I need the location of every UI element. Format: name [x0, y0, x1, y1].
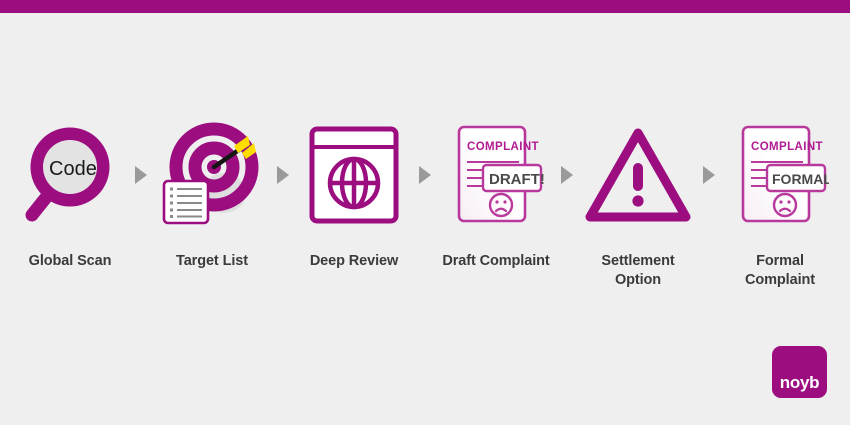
sad-face-icon — [772, 192, 798, 218]
document-stamp: DRAFT! — [489, 171, 545, 188]
flow-step-label: Settlement Option — [601, 253, 675, 288]
arrow-right-icon — [701, 120, 717, 230]
browser-window-globe-icon — [298, 120, 410, 230]
magnifying-glass-icon: Code — [14, 120, 126, 230]
flow-step-settlement-option[interactable]: Settlement Option — [582, 120, 694, 290]
arrow-right-icon — [559, 120, 575, 230]
flow-step-label: Deep Review — [309, 253, 399, 269]
flow-step-label: Formal Complaint — [745, 253, 815, 288]
noyb-logo[interactable]: noyb — [772, 346, 827, 398]
document-title: COMPLAINT — [751, 141, 823, 153]
flow-step-label: Global Scan — [28, 253, 112, 269]
flow-step-global-scan[interactable]: Code Global Scan — [14, 120, 126, 271]
target-with-arrow-and-checklist-icon — [156, 120, 268, 230]
arrow-right-icon — [133, 120, 149, 230]
document-title: COMPLAINT — [467, 141, 539, 153]
arrow-right-icon — [275, 120, 291, 230]
noyb-logo-text: noyb — [779, 373, 820, 392]
flow-step-draft-complaint[interactable]: COMPLAINT DRAFT! Draft Complaint — [440, 120, 552, 271]
magnifier-inner-text: Code — [49, 158, 97, 180]
flow-step-label: Draft Complaint — [442, 253, 550, 269]
document-stamp: FORMAL — [772, 171, 829, 187]
top-accent-bar — [0, 0, 850, 13]
complaint-document-draft-icon: COMPLAINT DRAFT! — [440, 120, 552, 230]
flow-step-formal-complaint[interactable]: COMPLAINT FORMAL Formal Complaint — [724, 120, 836, 290]
process-flow: Code Global Scan — [0, 120, 850, 310]
flow-step-target-list[interactable]: Target List — [156, 120, 268, 271]
sad-face-icon — [488, 192, 514, 218]
complaint-document-formal-icon: COMPLAINT FORMAL — [724, 120, 836, 230]
flow-step-label: Target List — [176, 253, 248, 269]
warning-triangle-icon — [582, 120, 694, 230]
arrow-right-icon — [417, 120, 433, 230]
flow-step-deep-review[interactable]: Deep Review — [298, 120, 410, 271]
